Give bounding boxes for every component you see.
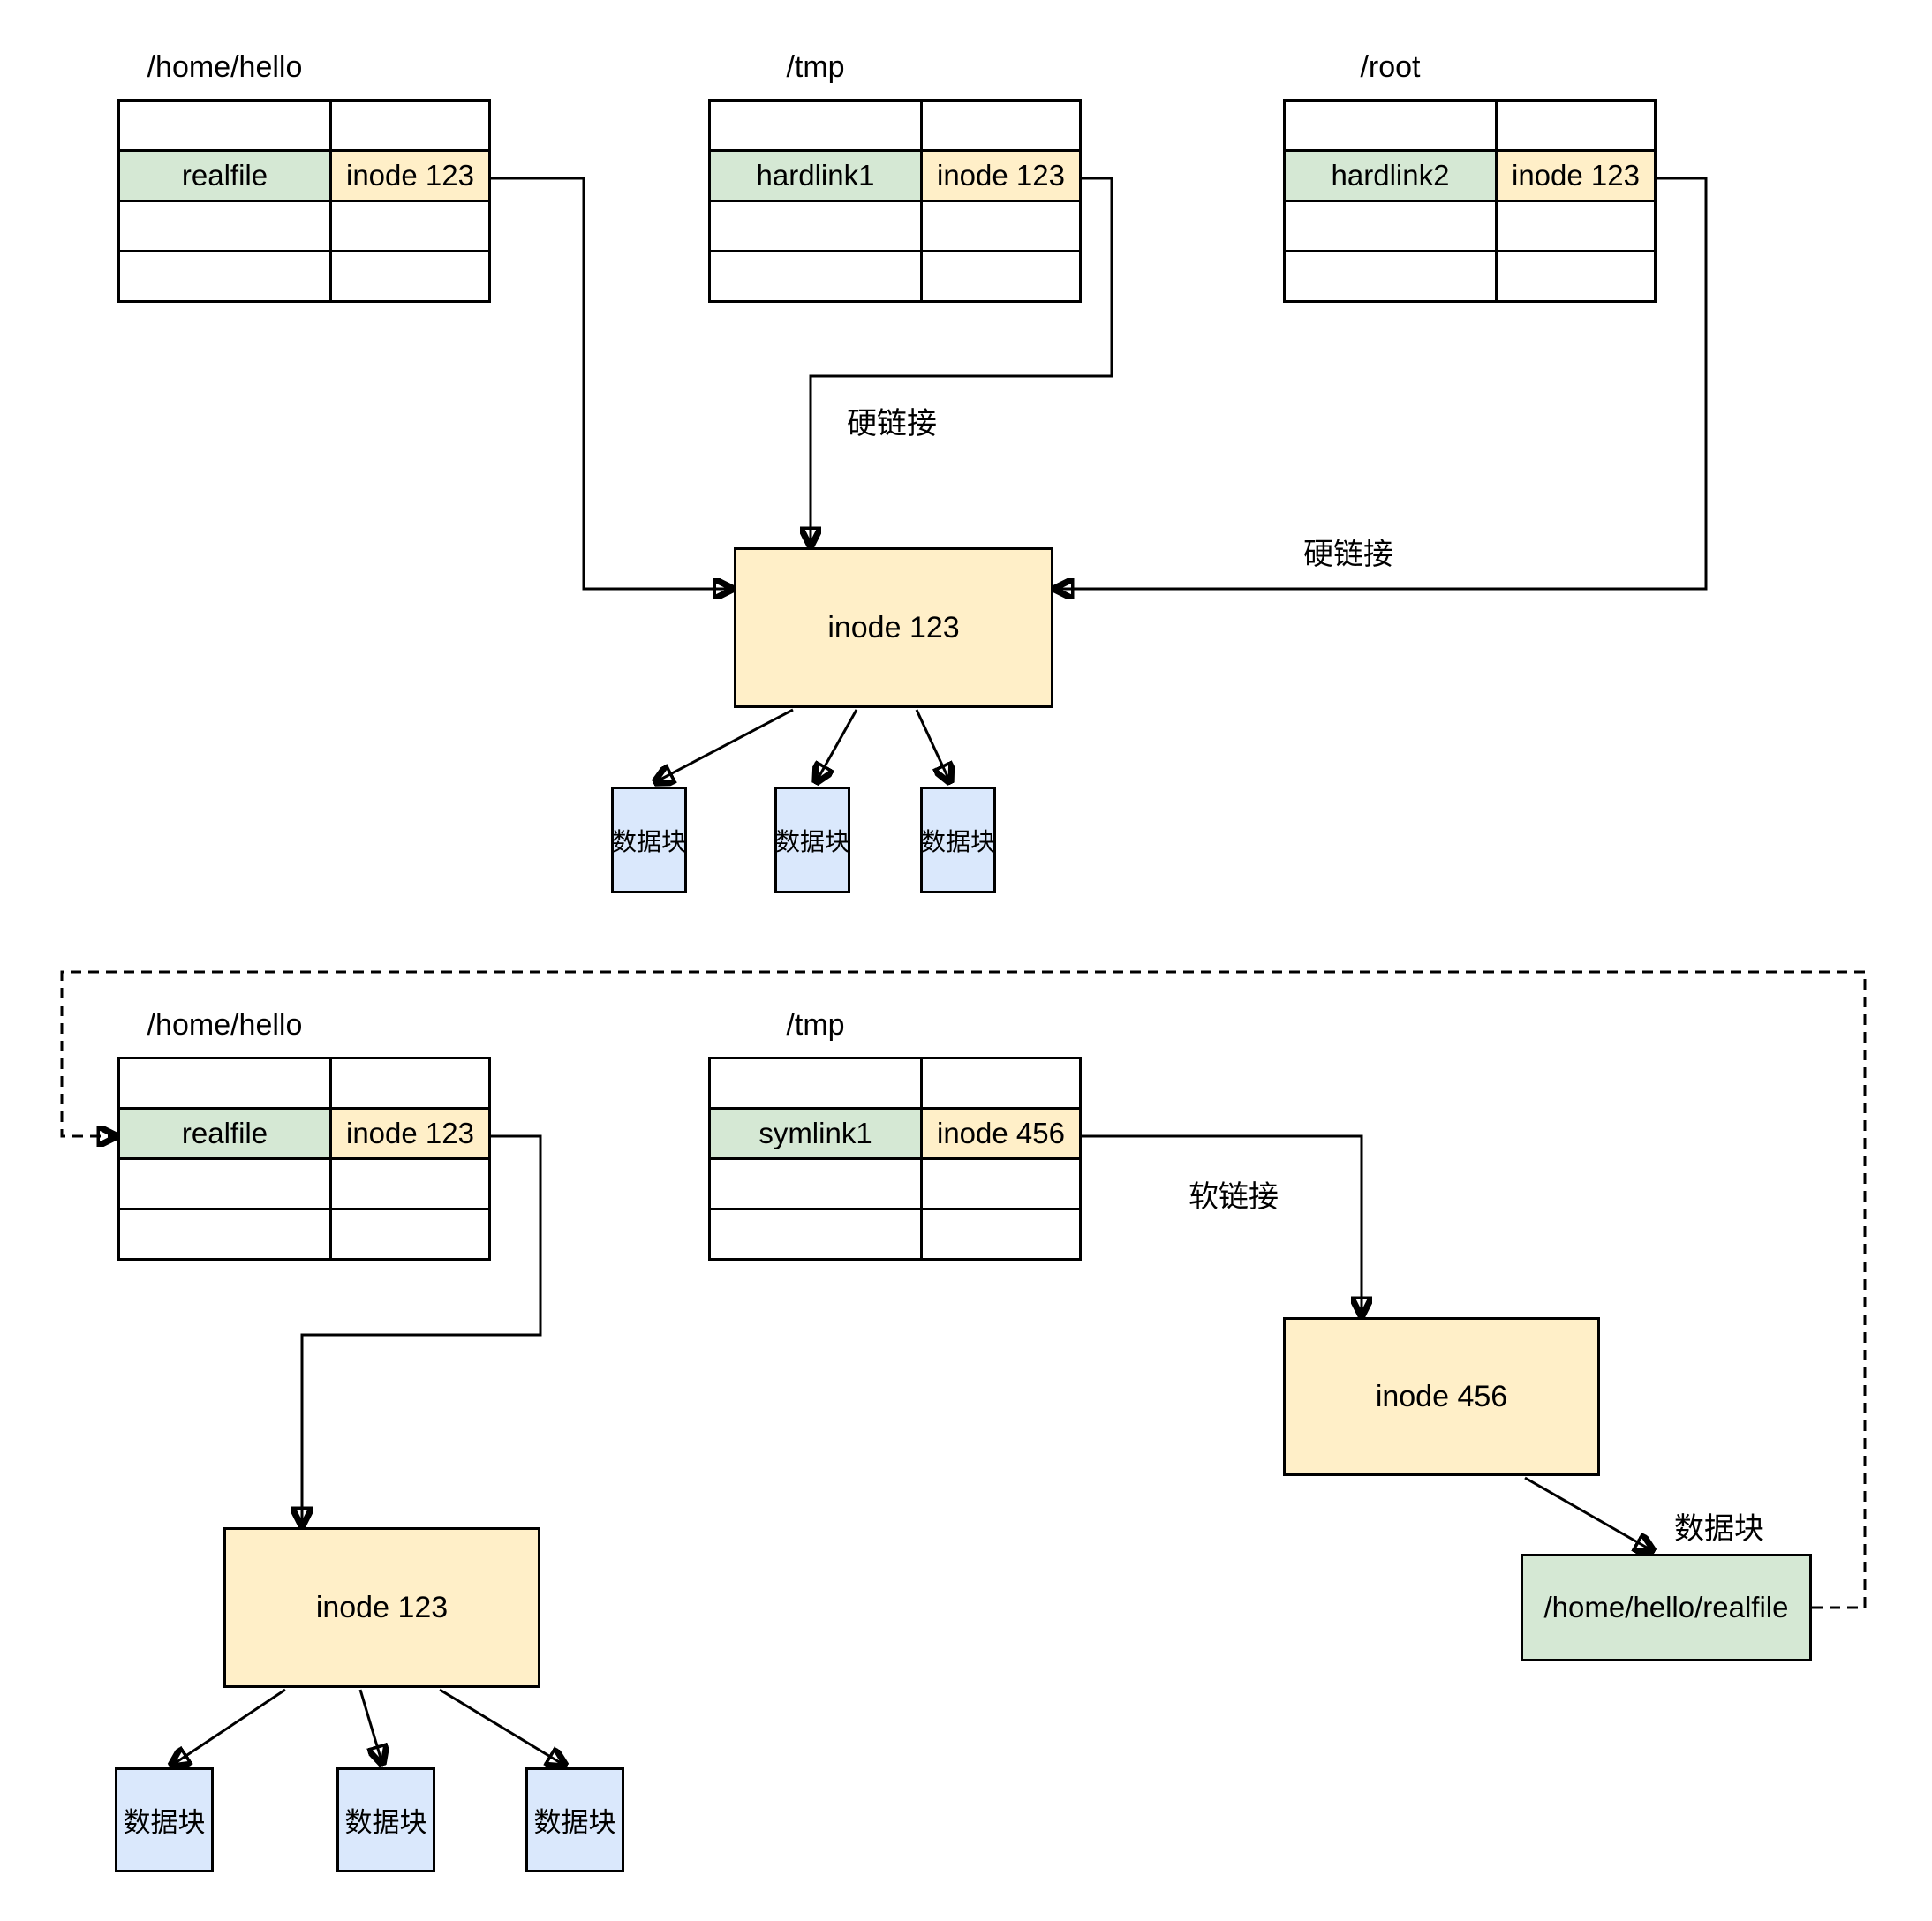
directory-table-tmp-bottom: /tmp symlink1 inode 456 xyxy=(708,1006,1082,1261)
arrow-inode123-to-datablock-1 xyxy=(655,708,794,782)
directory-title: /tmp xyxy=(786,50,845,84)
soft-link-label: 软链接 xyxy=(1189,1180,1279,1214)
inode-456-box: inode 456 xyxy=(1283,1317,1600,1476)
directory-title: /home/hello xyxy=(147,1008,303,1042)
filename-cell: symlink1 xyxy=(708,1107,923,1160)
inode-123-box-bottom: inode 123 xyxy=(223,1527,540,1688)
directory-entries: realfile inode 123 xyxy=(117,1057,491,1261)
data-block-pointer-label: 数据块 xyxy=(1674,1512,1764,1546)
directory-entries: realfile inode 123 xyxy=(117,99,491,303)
filename-cell: realfile xyxy=(117,149,332,202)
data-block: 数据块 xyxy=(336,1767,435,1872)
inode-cell: inode 123 xyxy=(329,1107,491,1160)
data-block: 数据块 xyxy=(115,1767,214,1872)
directory-title: /home/hello xyxy=(147,50,303,84)
arrow-inode456-to-realfile-path xyxy=(1524,1476,1653,1551)
inode-cell: inode 123 xyxy=(329,149,491,202)
inode-cell: inode 123 xyxy=(920,149,1082,202)
directory-table-root-top: /root hardlink2 inode 123 xyxy=(1283,48,1657,303)
arrow-home-hello-to-inode123 xyxy=(488,177,732,589)
inode-cell: inode 123 xyxy=(1495,149,1657,202)
data-block: 数据块 xyxy=(920,787,996,893)
realfile-path-box: /home/hello/realfile xyxy=(1521,1554,1812,1661)
inode-cell: inode 456 xyxy=(920,1107,1082,1160)
data-block: 数据块 xyxy=(774,787,850,893)
filename-cell: realfile xyxy=(117,1107,332,1160)
arrow-inode123-to-datablock-2 xyxy=(816,709,858,782)
data-block: 数据块 xyxy=(611,787,687,893)
arrow-hardlink1-to-inode123 xyxy=(811,177,1113,546)
directory-entries: symlink1 inode 456 xyxy=(708,1057,1082,1261)
directory-table-home-hello-bottom: /home/hello realfile inode 123 xyxy=(117,1006,491,1261)
hard-link-label-root: 硬链接 xyxy=(1303,538,1393,571)
directory-table-home-hello-top: /home/hello realfile inode 123 xyxy=(117,48,491,303)
filename-cell: hardlink1 xyxy=(708,149,923,202)
directory-entries: hardlink2 inode 123 xyxy=(1283,99,1657,303)
arrow-inode123-bottom-to-datablock-2 xyxy=(358,1689,382,1764)
filename-cell: hardlink2 xyxy=(1283,149,1498,202)
arrow-realfile-to-inode123-bottom xyxy=(302,1134,542,1526)
directory-entries: hardlink1 inode 123 xyxy=(708,99,1082,303)
arrow-hardlink2-to-inode123 xyxy=(1055,177,1708,589)
arrow-symlink1-to-inode456 xyxy=(1079,1134,1362,1315)
arrow-inode123-bottom-to-datablock-1 xyxy=(171,1688,286,1766)
arrow-inode123-bottom-to-datablock-3 xyxy=(439,1688,565,1766)
dashed-arrow-realfile-path-to-direntry xyxy=(60,970,1867,1609)
arrow-inode123-to-datablock-3 xyxy=(915,709,950,782)
data-block: 数据块 xyxy=(525,1767,624,1872)
directory-title: /root xyxy=(1360,50,1421,84)
inode-123-box-top: inode 123 xyxy=(734,547,1053,708)
hard-link-label-tmp: 硬链接 xyxy=(847,407,937,441)
directory-table-tmp-top: /tmp hardlink1 inode 123 xyxy=(708,48,1082,303)
directory-title: /tmp xyxy=(786,1008,845,1042)
